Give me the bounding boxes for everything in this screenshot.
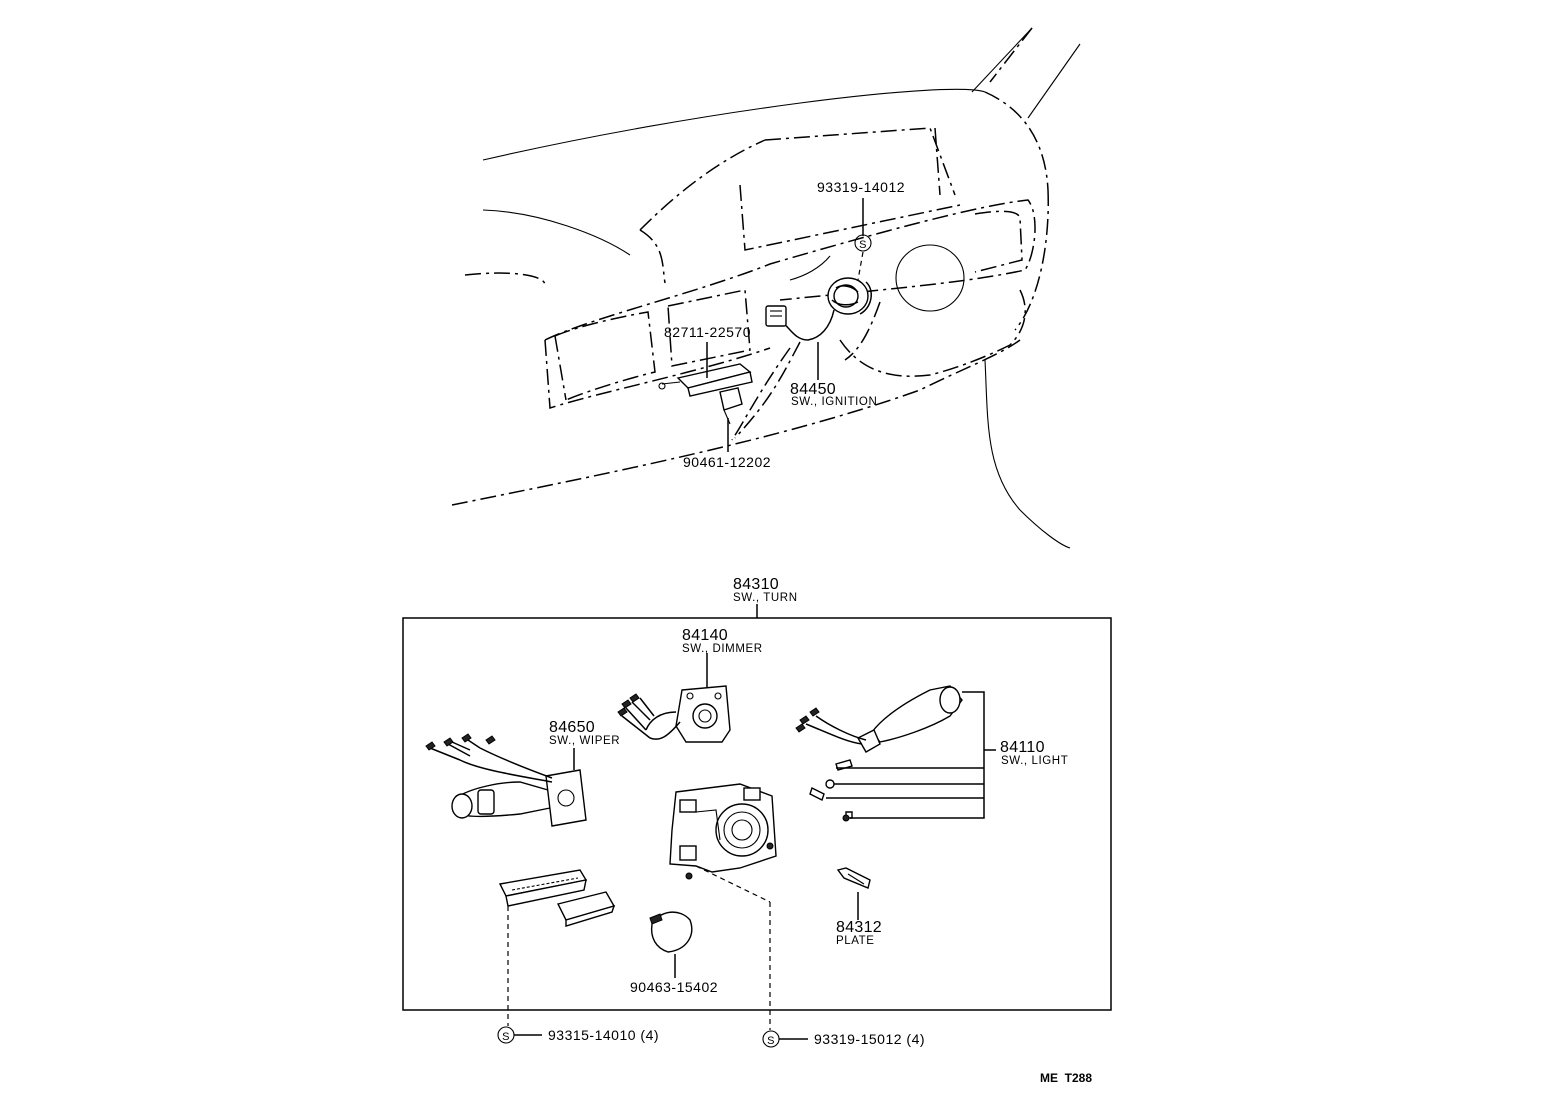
- light-switch-small-parts: [809, 759, 853, 822]
- part-number-93315-14010: 93315-14010 (4): [548, 1027, 659, 1043]
- part-number-84110: 84110: [1000, 739, 1045, 756]
- part-number-93319-14012: 93319-14012: [817, 179, 905, 195]
- part-number-90463-15402: 90463-15402: [630, 979, 718, 995]
- connector-block: [498, 869, 616, 927]
- wiper-switch: [425, 733, 587, 827]
- s-symbol-right: S: [767, 1035, 775, 1047]
- part-name-dimmer: SW., DIMMER: [682, 643, 763, 655]
- light-switch-bracket: [826, 691, 996, 819]
- part-name-wiper: SW., WIPER: [549, 735, 620, 747]
- clamp-part: [649, 911, 693, 953]
- screw-leaders: [497, 865, 808, 1048]
- part-name-light: SW., LIGHT: [1001, 755, 1068, 767]
- connector-part: [658, 363, 753, 425]
- part-number-84310: 84310: [733, 576, 779, 593]
- dimmer-switch: [617, 685, 731, 743]
- part-number-84140: 84140: [682, 627, 728, 644]
- part-name-ignition: SW., IGNITION: [791, 396, 877, 408]
- part-number-84650: 84650: [549, 719, 595, 736]
- part-number-82711-22570: 82711-22570: [664, 324, 751, 340]
- part-number-84312: 84312: [836, 919, 882, 936]
- drawing-code: ME T288: [1040, 1071, 1092, 1085]
- ignition-switch: [765, 277, 872, 341]
- part-name-turn: SW., TURN: [733, 592, 798, 604]
- part-number-84450: 84450: [790, 381, 836, 398]
- s-symbol-left: S: [502, 1031, 510, 1043]
- plate-part: [836, 867, 871, 889]
- part-name-plate: PLATE: [836, 935, 875, 947]
- light-switch: [795, 685, 963, 753]
- upper-leaders: [706, 198, 872, 452]
- part-number-93319-15012: 93319-15012 (4): [814, 1031, 925, 1047]
- assembly-frame: [402, 617, 1112, 1011]
- dashboard-outline: [451, 27, 1081, 549]
- s-symbol-top: S: [859, 239, 867, 251]
- part-number-90461-12202: 90461-12202: [683, 454, 771, 470]
- switch-housing: [669, 783, 777, 880]
